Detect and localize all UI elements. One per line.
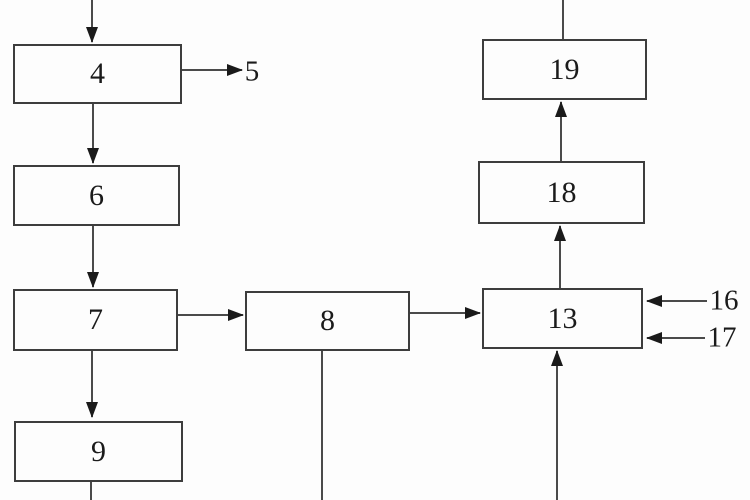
flow-box-label: 6 — [89, 178, 104, 212]
flow-box-label: 7 — [88, 303, 103, 336]
flow-label-5: 5 — [244, 55, 260, 88]
flow-box-18: 18 — [478, 161, 645, 224]
flow-label-17: 17 — [707, 321, 737, 354]
flow-box-7: 7 — [13, 289, 178, 351]
flow-box-19: 19 — [482, 39, 647, 100]
flow-box-6: 6 — [13, 165, 180, 226]
flow-box-label: 4 — [90, 57, 105, 90]
flow-box-label: 9 — [91, 434, 106, 468]
flow-box-9: 9 — [14, 421, 183, 482]
flow-box-label: 8 — [320, 304, 335, 337]
flow-box-label: 18 — [546, 175, 577, 209]
flow-box-8: 8 — [245, 291, 410, 351]
flow-box-4: 4 — [13, 44, 182, 104]
flow-label-16: 16 — [709, 284, 739, 317]
flow-box-label: 19 — [549, 52, 580, 86]
flow-box-13: 13 — [482, 288, 643, 349]
flow-box-label: 13 — [547, 301, 578, 335]
edge-group — [86, 0, 707, 500]
